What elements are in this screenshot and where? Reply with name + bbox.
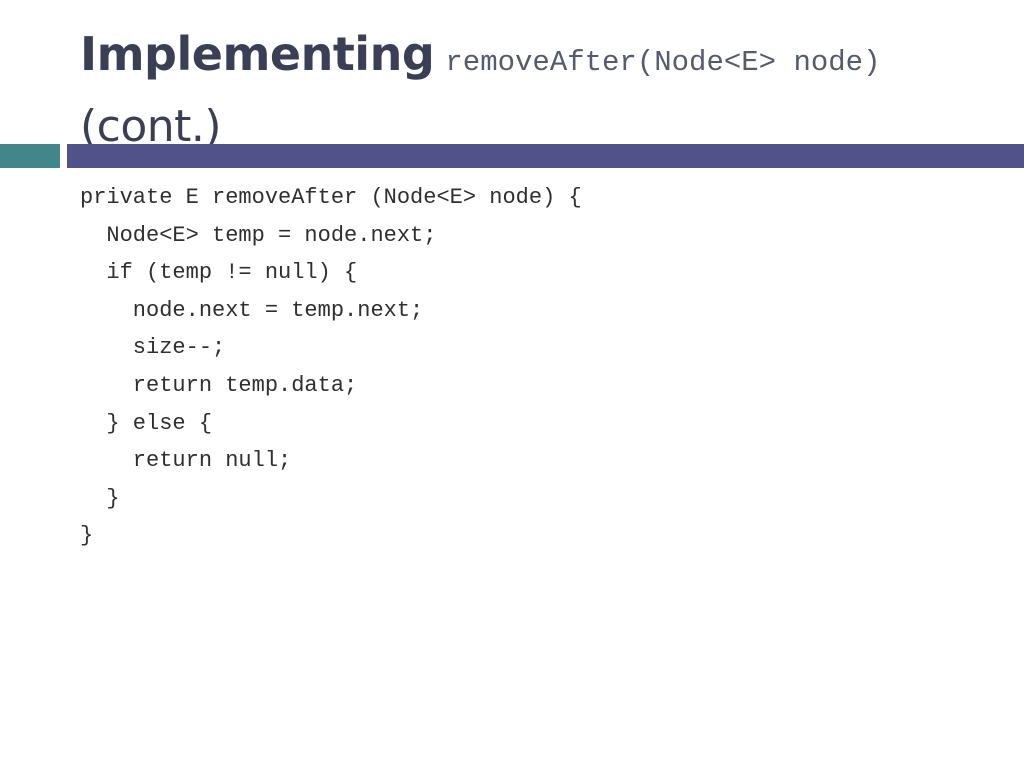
- code-block: private E removeAfter (Node<E> node) { N…: [80, 179, 582, 555]
- code-line: node.next = temp.next;: [80, 297, 424, 323]
- title-continued: (cont.): [80, 101, 222, 152]
- accent-bar-purple: [67, 144, 1024, 168]
- code-line: if (temp != null) {: [80, 260, 358, 286]
- title-code: removeAfter(Node<E> node): [445, 46, 881, 79]
- code-line: Node<E> temp = node.next;: [80, 222, 437, 248]
- slide-title: Implementing removeAfter(Node<E> node) (…: [80, 22, 1000, 162]
- code-line: }: [80, 485, 120, 511]
- code-line: private E removeAfter (Node<E> node) {: [80, 185, 582, 210]
- code-line: size--;: [80, 335, 226, 361]
- code-line: return null;: [80, 448, 292, 474]
- code-line: } else {: [80, 410, 213, 436]
- code-line: return temp.data;: [80, 372, 358, 398]
- accent-bar-teal: [0, 144, 60, 168]
- title-text: Implementing: [80, 27, 435, 81]
- code-line: }: [80, 523, 94, 549]
